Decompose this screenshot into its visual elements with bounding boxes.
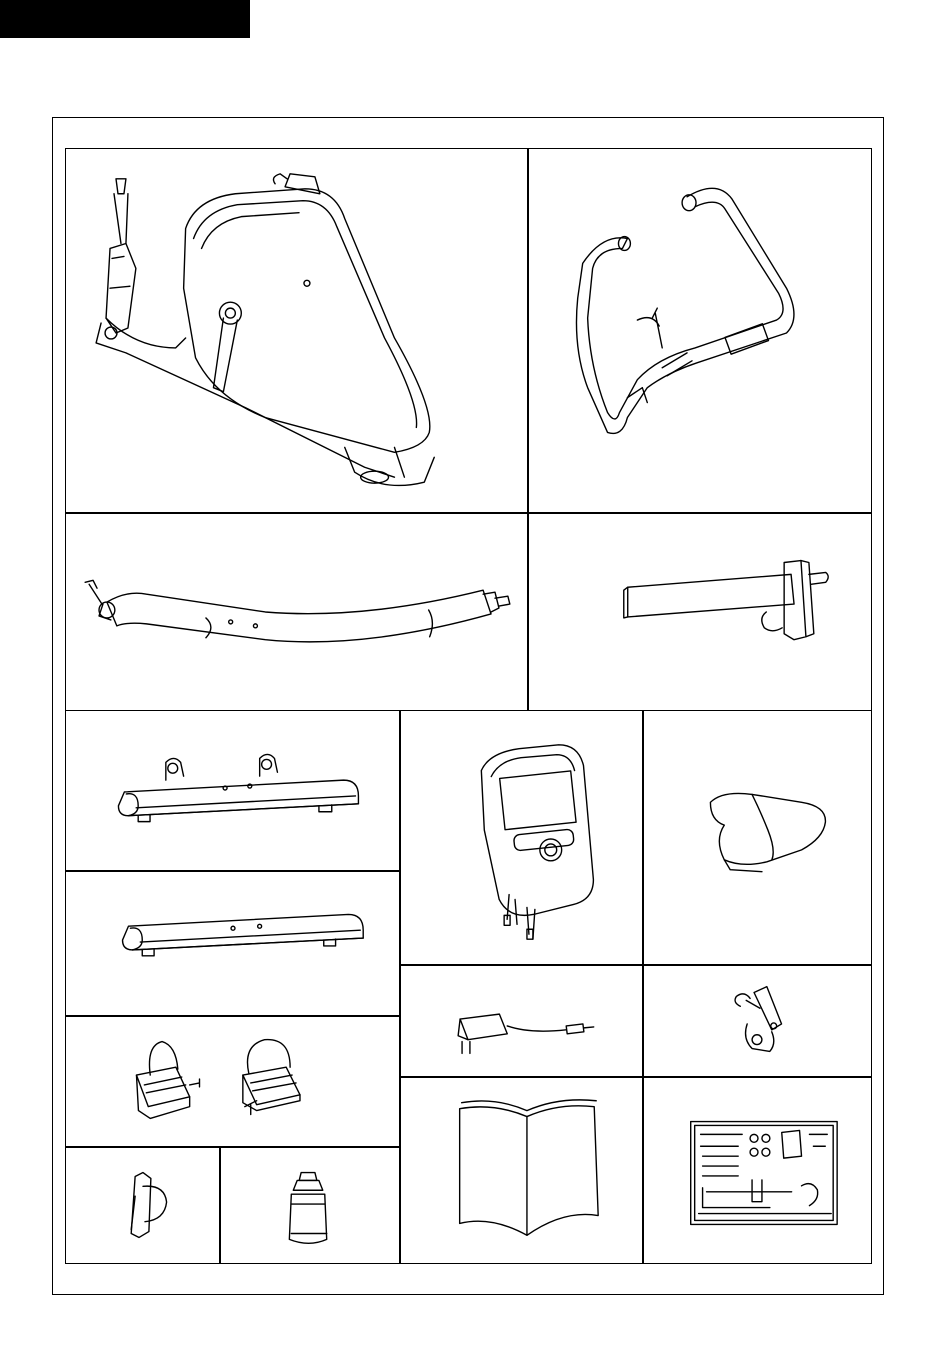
power-adapter-cell [399, 964, 644, 1078]
hardware-pack-cell [642, 1076, 872, 1264]
pedals-icon [66, 1016, 400, 1147]
seat-icon [643, 711, 871, 965]
manual-icon [400, 1077, 643, 1263]
main-frame-cell [65, 148, 529, 514]
seat-cell [642, 710, 872, 966]
rear-stabilizer-icon [66, 871, 400, 1016]
adjustment-knob-icon [643, 965, 871, 1077]
rear-stabilizer-cell [65, 870, 401, 1017]
seat-post-cell [65, 512, 529, 711]
power-adapter-icon [400, 965, 643, 1077]
pedals-cell [65, 1015, 401, 1148]
front-stabilizer-icon [66, 711, 400, 871]
handlebar-icon [528, 149, 871, 513]
water-bottle-cell [219, 1146, 401, 1264]
bottle-holder-cell [65, 1146, 221, 1264]
seat-post-icon [66, 513, 528, 710]
hardware-pack-icon [643, 1077, 871, 1263]
seat-slider-cell [527, 512, 872, 711]
front-stabilizer-cell [65, 710, 401, 872]
seat-adjustment-knob-cell [642, 964, 872, 1078]
console-cell [399, 710, 644, 966]
manual-cell [399, 1076, 644, 1264]
bottle-holder-icon [66, 1147, 220, 1263]
header-bar [0, 0, 250, 38]
main-frame-icon [66, 149, 528, 513]
console-icon [400, 711, 643, 965]
seat-slider-icon [528, 513, 871, 710]
handlebar-cell [527, 148, 872, 514]
water-bottle-icon [220, 1147, 400, 1263]
